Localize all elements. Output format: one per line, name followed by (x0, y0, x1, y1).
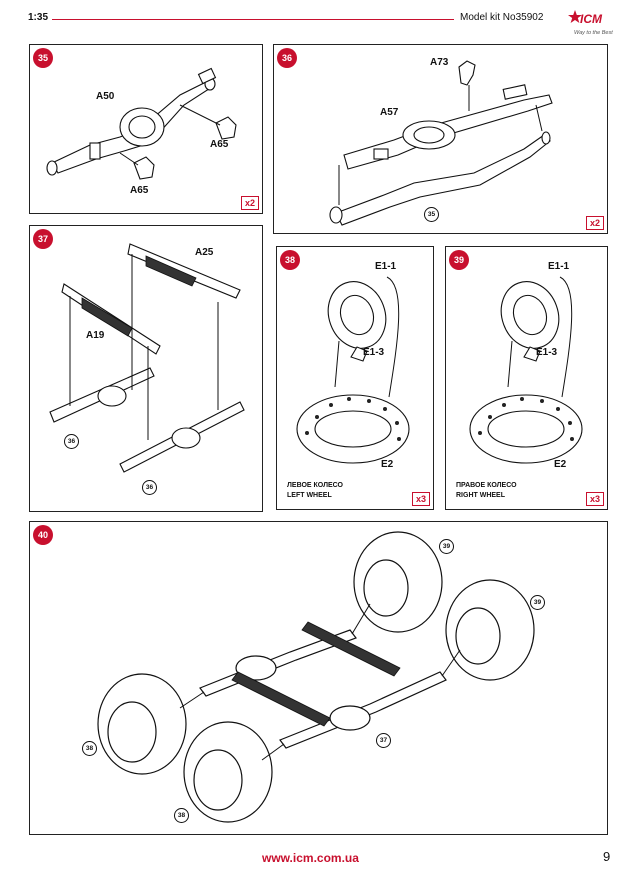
reference-step-35: 35 (424, 207, 439, 222)
step-40-panel: 40 39 (29, 521, 608, 835)
part-label-a50: A50 (96, 91, 115, 102)
reference-step-36-a: 36 (64, 434, 79, 449)
wheel-caption-en: LEFT WHEEL (287, 492, 332, 499)
step-37-panel: 37 A25 A19 36 36 (29, 225, 263, 512)
part-label-a65-right: A65 (210, 139, 229, 150)
kit-number: Model kit No35902 (460, 12, 544, 23)
step-number: 38 (280, 250, 300, 270)
reference-step-38-a: 38 (82, 741, 97, 756)
reference-step-37: 37 (376, 733, 391, 748)
reference-step-39-a: 39 (439, 539, 454, 554)
part-label-a65-left: A65 (130, 185, 149, 196)
reference-step-39-b: 39 (530, 595, 545, 610)
part-label-a57: A57 (380, 107, 399, 118)
part-label-e2: E2 (381, 459, 394, 470)
page-number: 9 (603, 849, 611, 864)
step-35-panel: 35 A50 A65 A65 x2 (29, 44, 263, 214)
step-38-panel: 38 E1-1 E1-3 E2 ЛЕВОЕ КОЛЕСО LEFT WHEEL … (276, 246, 434, 510)
part-label-e1-1: E1-1 (548, 261, 570, 272)
multiplier-badge: x3 (411, 492, 430, 506)
part-label-e1-1: E1-1 (375, 261, 397, 272)
leaf-spring-drawing (49, 243, 245, 473)
multiplier-badge: x2 (240, 196, 259, 210)
logo-brand: ICM (580, 12, 602, 26)
step-number: 40 (33, 525, 53, 545)
step-number: 36 (277, 48, 297, 68)
scale-label: 1:35 (28, 12, 49, 23)
multiplier-badge: x3 (585, 492, 604, 506)
reference-step-36-b: 36 (142, 480, 157, 495)
step-36-panel: 36 A73 A57 35 x2 (273, 44, 608, 234)
part-label-a19: A19 (86, 330, 105, 341)
footer-website-link[interactable]: www.icm.com.ua (262, 851, 359, 865)
logo-star-icon (568, 10, 582, 23)
icm-logo: ICM Way to the Best (566, 7, 626, 41)
left-wheel-drawing (296, 276, 410, 464)
part-label-e1-3: E1-3 (363, 347, 385, 358)
right-wheel-drawing (469, 276, 583, 464)
part-label-a73: A73 (430, 57, 449, 68)
wheel-caption-en: RIGHT WHEEL (456, 492, 505, 499)
chassis-assembly-drawing (97, 531, 535, 823)
axle-bracket-drawing (329, 60, 553, 226)
step-number: 39 (449, 250, 469, 270)
part-label-e2: E2 (554, 459, 567, 470)
step-39-panel: 39 E1-1 E1-3 E2 ПРАВОЕ КОЛЕСО RIGHT WHEE… (445, 246, 608, 510)
multiplier-badge: x2 (585, 216, 604, 230)
part-label-a25: A25 (195, 247, 214, 258)
logo-tagline: Way to the Best (574, 30, 613, 36)
wheel-caption-ru: ПРАВОЕ КОЛЕСО (456, 482, 517, 489)
wheel-caption-ru: ЛЕВОЕ КОЛЕСО (287, 482, 343, 489)
step-number: 35 (33, 48, 53, 68)
part-label-e1-3: E1-3 (536, 347, 558, 358)
header-divider (52, 19, 454, 20)
reference-step-38-b: 38 (174, 808, 189, 823)
axle-housing-drawing (46, 67, 237, 180)
step-number: 37 (33, 229, 53, 249)
